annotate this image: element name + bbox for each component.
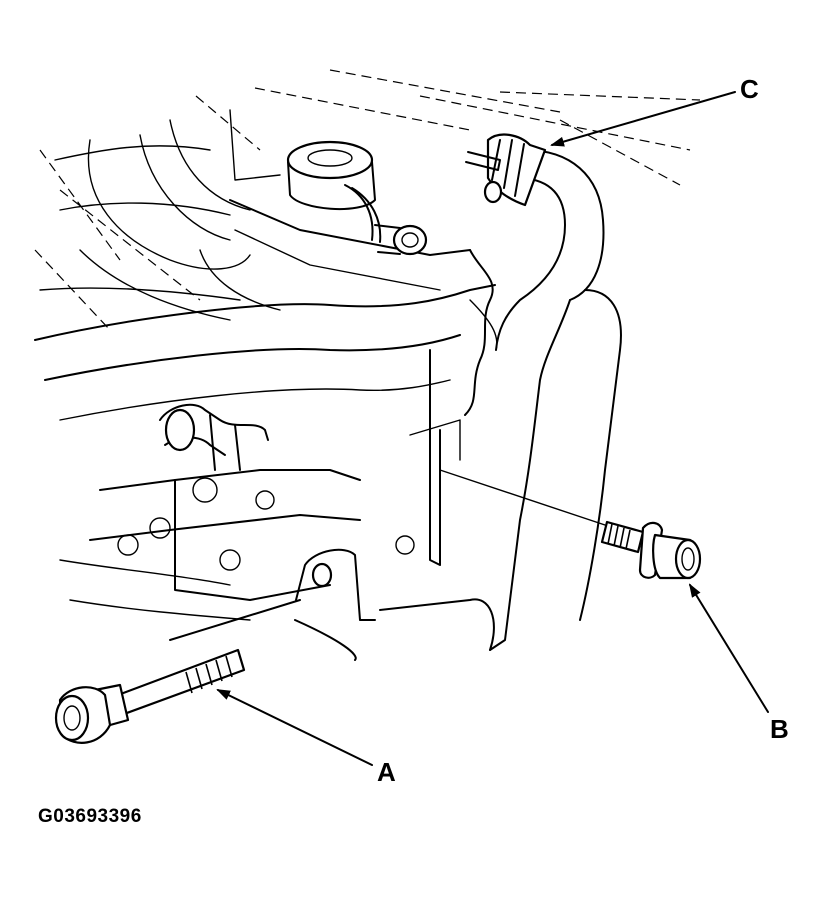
vacuum-canister [286,140,428,256]
leader-line-a [216,689,373,766]
leader-lines [216,91,769,766]
coolant-hose [469,149,622,651]
short-flange-bolt-b [439,469,702,580]
figure-id-label: G03693396 [38,806,142,827]
leader-line-b [688,583,769,713]
mounting-bracket [169,548,495,661]
long-flange-bolt-a [54,648,246,744]
callout-label-a: A [377,757,396,787]
engine-bay-background [34,69,701,331]
callout-label-c: C [740,74,759,104]
leader-line-c [550,91,736,147]
intake-manifold [34,199,496,566]
callout-label-b: B [770,714,789,744]
hose-clamp-c [465,133,547,207]
lower-pump-assembly [59,403,415,621]
